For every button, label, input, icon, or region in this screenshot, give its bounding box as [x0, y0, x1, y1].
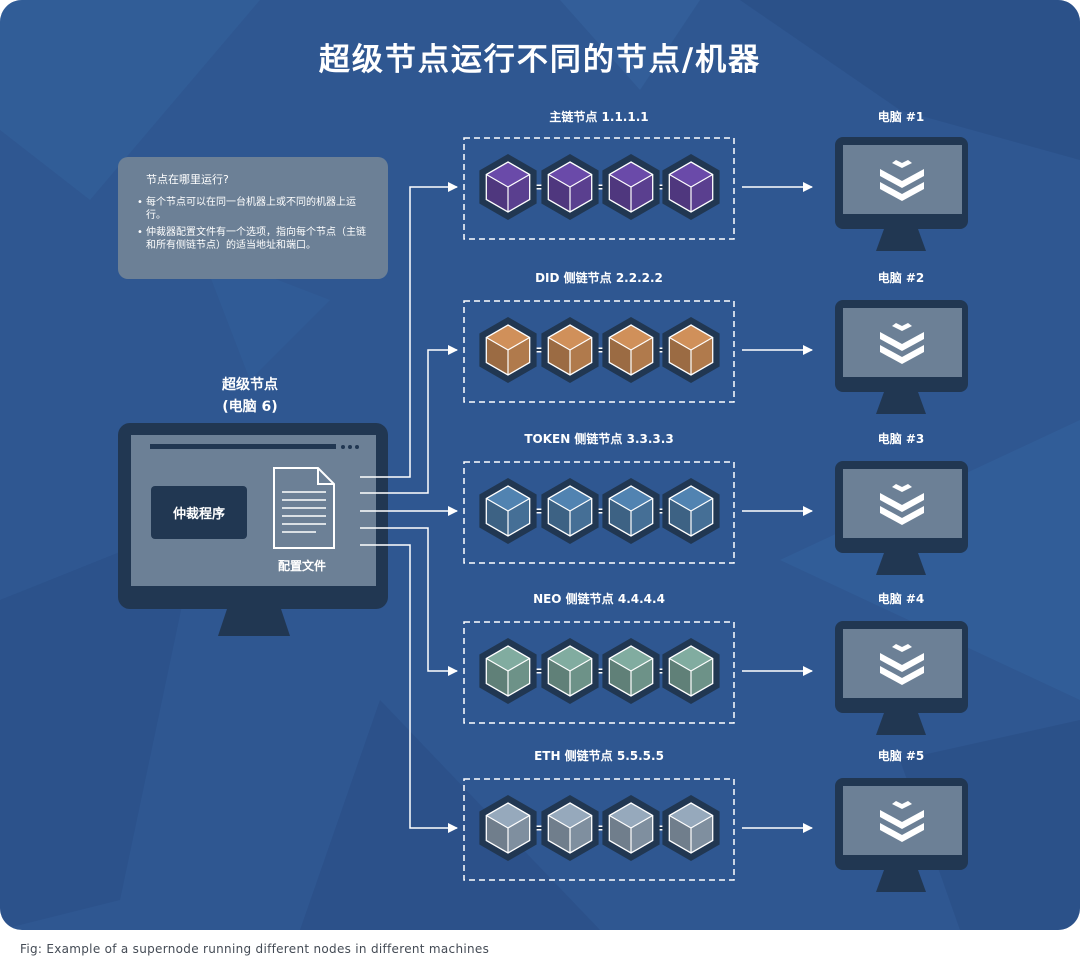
- block-1-3: [602, 154, 660, 220]
- chain-row-4: [463, 621, 968, 735]
- chevron-icon: [880, 332, 924, 351]
- chevron-icon: [880, 169, 924, 188]
- block-5-4: [662, 795, 720, 861]
- block-5-2: [541, 795, 599, 861]
- block-3-3: [602, 478, 660, 544]
- block-1-2: [541, 154, 599, 220]
- logo-tip-icon: [892, 484, 912, 492]
- computer-3: [835, 461, 968, 575]
- chevron-icon: [880, 493, 924, 512]
- block-1-4: [662, 154, 720, 220]
- computer-1: [835, 137, 968, 251]
- figure-caption: Fig: Example of a supernode running diff…: [20, 942, 490, 956]
- info-bullets: 每个节点可以在同一台机器上或不同的机器上运行。 仲裁器配置文件有一个选项，指向每…: [137, 196, 370, 252]
- chain-label-4: NEO 侧链节点 4.4.4.4: [533, 592, 665, 606]
- logo-tip-icon: [892, 160, 912, 168]
- chevron-icon: [880, 823, 924, 842]
- chain-row-1: [463, 137, 968, 251]
- chain-label-2: DID 侧链节点 2.2.2.2: [535, 271, 663, 285]
- block-4-2: [541, 638, 599, 704]
- chain-row-5: [463, 778, 968, 892]
- arbiter-box: 仲裁程序: [151, 486, 247, 539]
- config-file-icon: [273, 467, 335, 549]
- computer-label-3: 电脑 #3: [877, 432, 925, 446]
- page-title: 超级节点运行不同的节点/机器: [318, 42, 762, 78]
- background-shapes: [0, 0, 1080, 930]
- chain-box-1: [463, 137, 735, 240]
- connector-2: [360, 345, 458, 494]
- block-5-1: [479, 795, 537, 861]
- supernode-name: 超级节点: [222, 377, 278, 393]
- connector-1: [360, 182, 458, 478]
- diagram-graphics: [118, 137, 968, 892]
- logo-tip-icon: [892, 323, 912, 331]
- chain-box-4: [463, 621, 735, 724]
- chevron-icon: [880, 653, 924, 672]
- block-3-2: [541, 478, 599, 544]
- chevron-icon: [880, 345, 924, 364]
- chevron-icon: [880, 182, 924, 201]
- computer-2: [835, 300, 968, 414]
- block-3-1: [479, 478, 537, 544]
- supernode-subtitle: (电脑 6): [222, 399, 278, 415]
- chain-box-3: [463, 461, 735, 564]
- logo-tip-icon: [892, 801, 912, 809]
- connector-4: [360, 527, 458, 676]
- block-1-1: [479, 154, 537, 220]
- block-4-1: [479, 638, 537, 704]
- chain-label-3: TOKEN 侧链节点 3.3.3.3: [524, 432, 674, 446]
- computer-label-1: 电脑 #1: [877, 110, 925, 124]
- chain-row-3: [463, 461, 968, 575]
- info-question: 节点在哪里运行?: [146, 173, 229, 186]
- computer-label-2: 电脑 #2: [877, 271, 925, 285]
- supernode-title: 超级节点 (电脑 6): [190, 374, 310, 418]
- chevron-icon: [880, 666, 924, 685]
- computer-5: [835, 778, 968, 892]
- chain-box-5: [463, 778, 735, 881]
- info-box: 节点在哪里运行? 每个节点可以在同一台机器上或不同的机器上运行。 仲裁器配置文件…: [118, 157, 388, 279]
- info-bullet-1: 每个节点可以在同一台机器上或不同的机器上运行。: [137, 196, 370, 222]
- block-2-2: [541, 317, 599, 383]
- connector-5: [360, 544, 458, 833]
- chain-label-1: 主链节点 1.1.1.1: [549, 110, 649, 124]
- block-4-4: [662, 638, 720, 704]
- block-2-4: [662, 317, 720, 383]
- block-3-4: [662, 478, 720, 544]
- computer-label-4: 电脑 #4: [877, 592, 925, 606]
- chain-label-5: ETH 侧链节点 5.5.5.5: [534, 749, 664, 763]
- computer-label-5: 电脑 #5: [877, 749, 925, 763]
- chain-box-2: [463, 300, 735, 403]
- chains-layer: [463, 137, 968, 892]
- connectors: [360, 182, 458, 833]
- config-file-label: 配置文件: [277, 559, 326, 573]
- chevron-icon: [880, 810, 924, 829]
- block-2-1: [479, 317, 537, 383]
- computer-4: [835, 621, 968, 735]
- chain-row-2: [463, 300, 968, 414]
- diagram-panel: 超级节点运行不同的节点/机器 节点在哪里运行? 每个节点可以在同一台机器上或不同…: [0, 0, 1080, 930]
- block-2-3: [602, 317, 660, 383]
- logo-tip-icon: [892, 644, 912, 652]
- block-4-3: [602, 638, 660, 704]
- info-bullet-2: 仲裁器配置文件有一个选项，指向每个节点（主链和所有侧链节点）的适当地址和端口。: [137, 226, 370, 252]
- chevron-icon: [880, 506, 924, 525]
- block-5-3: [602, 795, 660, 861]
